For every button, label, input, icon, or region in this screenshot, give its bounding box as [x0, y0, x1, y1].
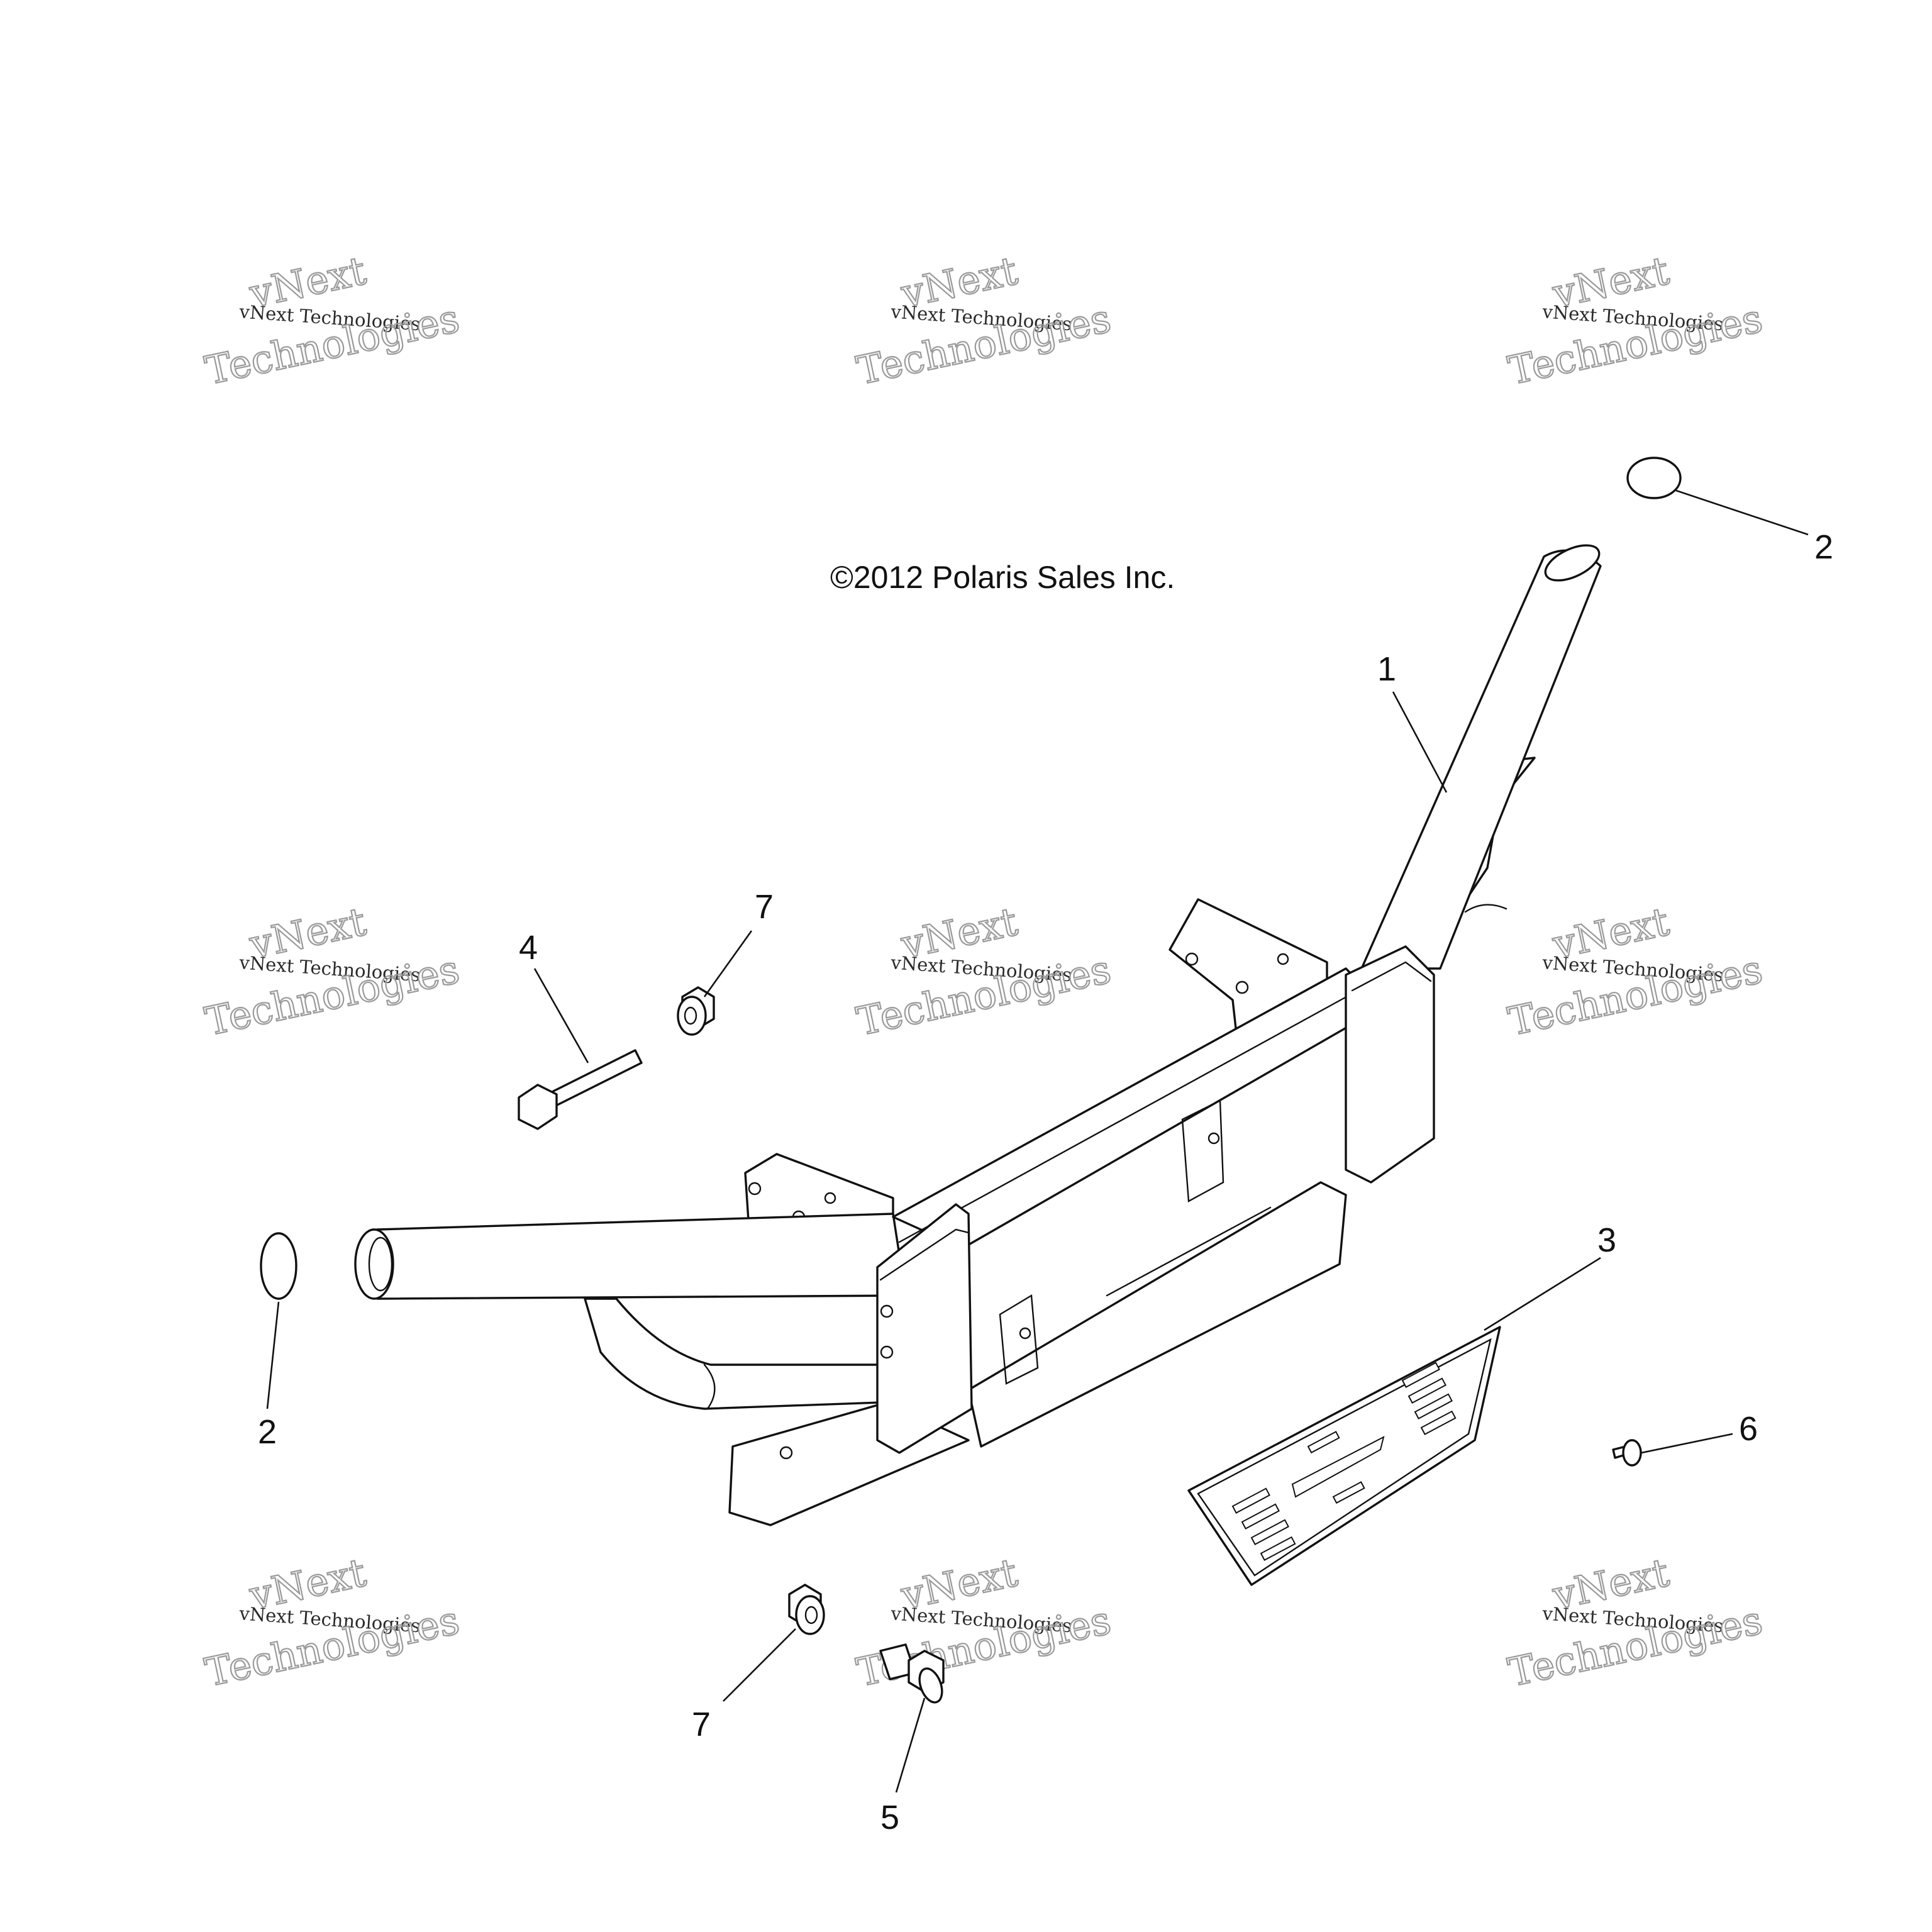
- leader-bumper: [1392, 691, 1448, 793]
- center-channel: [967, 1181, 1347, 1448]
- leader-cap-left: [266, 1301, 280, 1409]
- grille-plate: [1187, 1326, 1501, 1586]
- channel-hole: [1019, 1327, 1031, 1340]
- right-tube-open-end: [1544, 544, 1601, 582]
- watermark-5: vNext vNext Technologies Technologies: [852, 897, 1116, 1045]
- bracket-hole: [1235, 980, 1249, 994]
- copyright-text: ©2012 Polaris Sales Inc.: [830, 560, 1175, 595]
- callout-7-upper: 7: [755, 888, 774, 926]
- callout-5: 5: [880, 1799, 899, 1836]
- flange-nut-upper: [677, 986, 715, 1036]
- watermark-7: vNext vNext Technologies Technologies: [201, 1548, 464, 1696]
- end-block-hole: [880, 1304, 894, 1318]
- left-lower-brace-tube: [584, 1297, 882, 1410]
- tube-end-cap-left: [260, 1232, 297, 1300]
- callout-1: 1: [1377, 650, 1396, 688]
- channel-hole: [1208, 1132, 1220, 1145]
- leader-nut-upper: [703, 930, 753, 997]
- right-end-block: [1345, 945, 1435, 1184]
- leader-lines: [266, 489, 1809, 1793]
- leader-long-bolt: [533, 968, 589, 1063]
- long-hex-bolt: [518, 1049, 643, 1130]
- leader-flange-bolt: [895, 1697, 926, 1793]
- watermark-grid: vNext vNext Technologies Technologies vN…: [201, 247, 1767, 1696]
- watermark-2: vNext vNext Technologies Technologies: [852, 247, 1116, 394]
- leader-grille: [1484, 1257, 1601, 1331]
- callout-2-left: 2: [258, 1413, 277, 1451]
- watermark-1: vNext vNext Technologies Technologies: [201, 247, 464, 394]
- callout-7-lower: 7: [692, 1706, 711, 1743]
- callout-labels: 2 1 2 3 4 7 7 5 6: [258, 528, 1833, 1836]
- tube-end-cap-right: [1626, 457, 1682, 499]
- callout-4: 4: [519, 929, 538, 967]
- watermark-6: vNext vNext Technologies Technologies: [1504, 897, 1767, 1045]
- bracket-hole: [1277, 953, 1289, 965]
- leader-push-rivet: [1641, 1433, 1733, 1454]
- push-rivet: [1612, 1439, 1642, 1467]
- callout-3: 3: [1597, 1221, 1616, 1259]
- callout-6: 6: [1739, 1410, 1758, 1448]
- bracket-hole: [1185, 952, 1199, 966]
- skid-hole: [779, 1446, 793, 1460]
- bracket-hole: [748, 1182, 762, 1196]
- bracket-hole: [824, 1192, 836, 1204]
- leader-nut-lower: [723, 1628, 796, 1702]
- watermark-9: vNext vNext Technologies Technologies: [1504, 1548, 1767, 1696]
- callout-2-right: 2: [1814, 528, 1833, 566]
- left-forward-tube: [376, 1213, 907, 1300]
- watermark-4: vNext vNext Technologies Technologies: [201, 897, 464, 1045]
- watermark-8: vNext vNext Technologies Technologies: [852, 1548, 1116, 1696]
- left-tube-open-end: [354, 1228, 394, 1300]
- end-block-hole: [880, 1345, 894, 1359]
- watermark-3: vNext vNext Technologies Technologies: [1504, 247, 1767, 394]
- front-bumper-assembly: [354, 544, 1602, 1526]
- flange-bolt: [879, 1643, 945, 1704]
- flange-nut-lower: [788, 1584, 825, 1635]
- leader-cap-right: [1675, 489, 1809, 536]
